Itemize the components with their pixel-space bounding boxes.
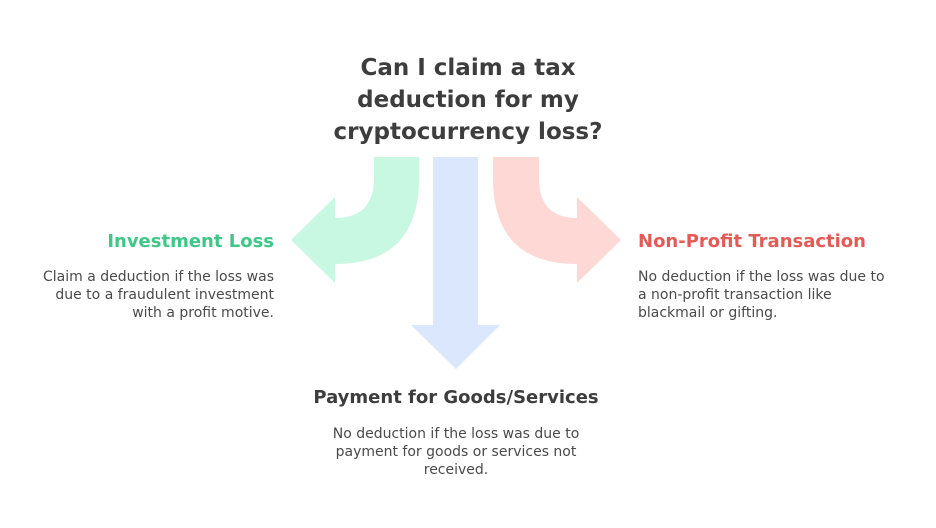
desc-line: payment for goods or services not — [335, 444, 577, 460]
desc-line: received. — [423, 462, 489, 478]
non-profit-transaction-title: Non-Profit Transaction — [638, 231, 866, 252]
left-curved-arrow — [291, 157, 419, 283]
title-line-1: Can I claim a tax — [360, 55, 576, 81]
payment-goods-services-title: Payment for Goods/Services — [313, 387, 599, 408]
desc-line: a non-profit transaction like — [638, 287, 832, 303]
title-line-3: cryptocurrency loss? — [333, 119, 603, 145]
desc-line: No deduction if the loss was due to — [638, 269, 885, 285]
title-line-2: deduction for my — [357, 87, 579, 113]
desc-line: Claim a deduction if the loss was — [43, 269, 274, 285]
desc-line: due to a fraudulent investment — [55, 287, 274, 303]
bottom-straight-arrow — [411, 157, 500, 369]
right-curved-arrow — [493, 157, 621, 283]
investment-loss-title: Investment Loss — [107, 231, 274, 252]
desc-line: No deduction if the loss was due to — [332, 426, 580, 442]
diagram-title: Can I claim a tax deduction for my crypt… — [268, 52, 668, 148]
investment-loss-description: Claim a deduction if the loss was due to… — [43, 268, 274, 322]
non-profit-transaction-description: No deduction if the loss was due to a no… — [638, 268, 885, 322]
payment-goods-services-description: No deduction if the loss was due to paym… — [256, 425, 656, 479]
desc-line: with a profit motive. — [132, 305, 274, 321]
desc-line: blackmail or gifting. — [638, 305, 778, 321]
